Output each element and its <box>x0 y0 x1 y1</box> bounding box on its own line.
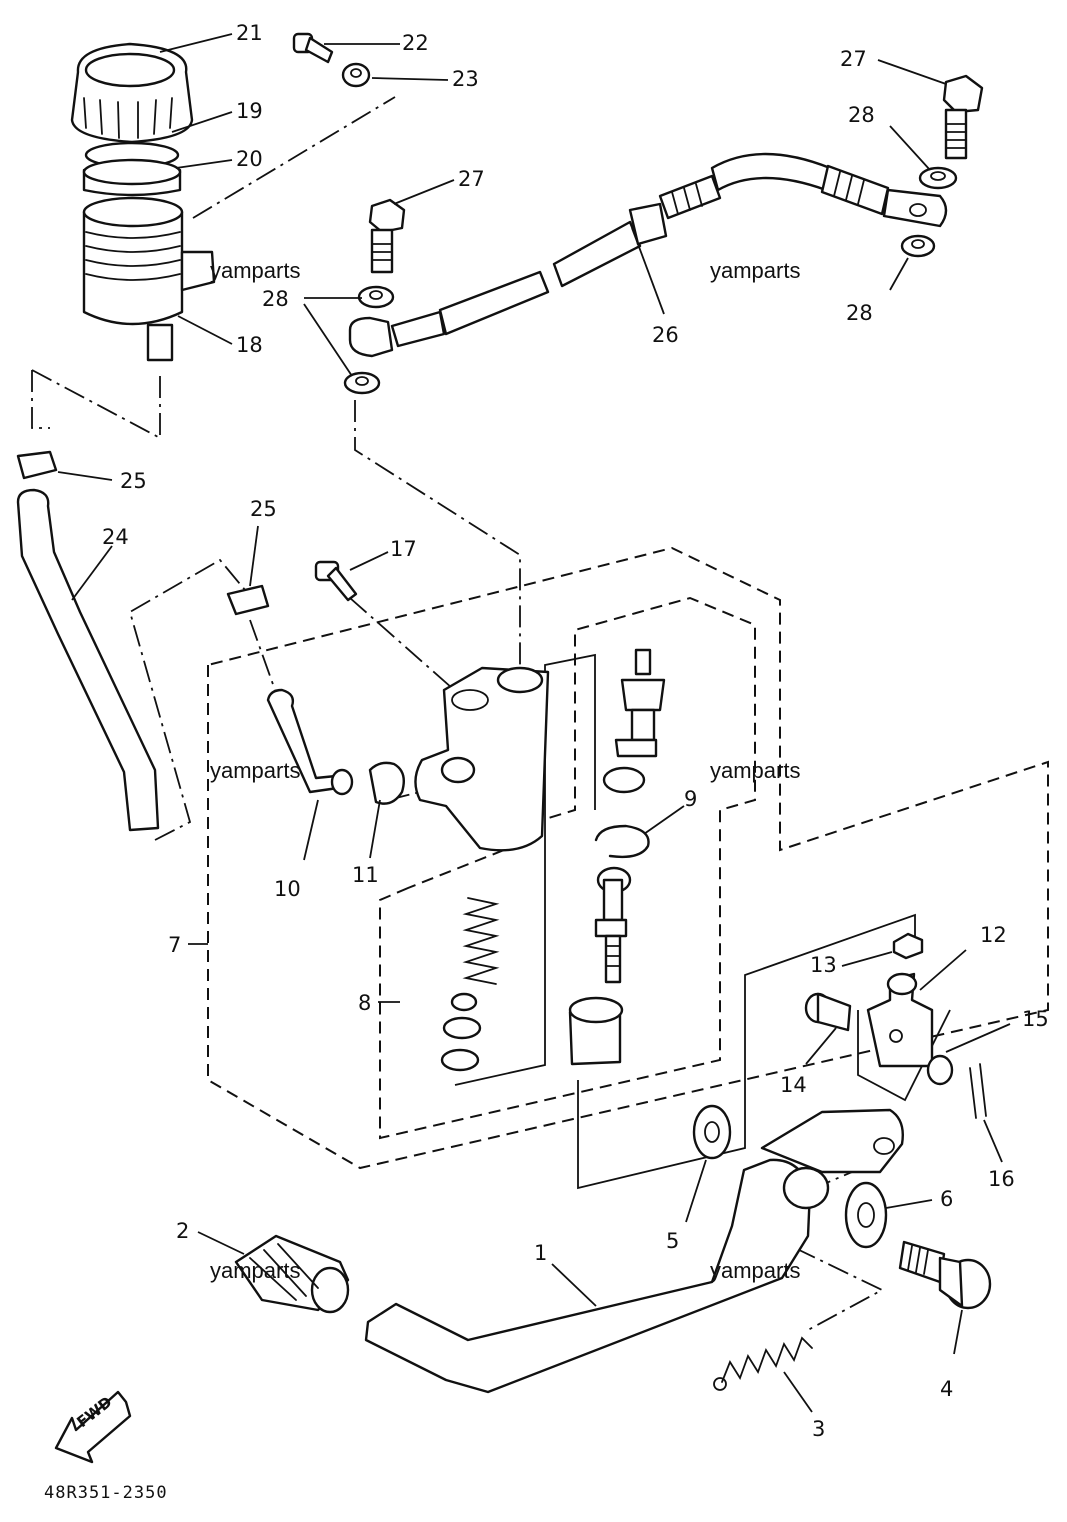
callout-28-left: 28 <box>262 287 289 311</box>
callout-24: 24 <box>102 525 129 549</box>
callout-5: 5 <box>666 1229 679 1253</box>
push-rod-upper <box>614 648 666 758</box>
watermark-6: yamparts <box>710 1258 800 1283</box>
watermarks: yamparts yamparts yamparts yamparts yamp… <box>210 258 800 1283</box>
callout-1: 1 <box>534 1241 547 1265</box>
return-spring <box>713 1336 813 1391</box>
watermark-5: yamparts <box>210 1258 300 1283</box>
watermark-1: yamparts <box>210 258 300 283</box>
group-line-lower <box>577 913 916 1190</box>
hose-clip-upper <box>16 450 58 480</box>
brake-hose <box>348 152 948 358</box>
cotter-pin <box>969 1063 987 1119</box>
callouts: 21 22 23 19 20 18 27 28 28 27 28 26 25 2… <box>102 21 1049 1441</box>
callout-28-upper: 28 <box>848 103 875 127</box>
diagram-code: 48R351-2350 <box>44 1483 168 1503</box>
callout-25-upper: 25 <box>120 469 147 493</box>
callout-7: 7 <box>168 933 181 957</box>
callout-23: 23 <box>452 67 479 91</box>
watermark-2: yamparts <box>710 258 800 283</box>
union-bolt-lower <box>368 198 406 274</box>
grommet <box>368 761 405 805</box>
callout-13: 13 <box>810 953 837 977</box>
callout-19: 19 <box>236 99 263 123</box>
callout-15: 15 <box>1022 1007 1049 1031</box>
callout-20: 20 <box>236 147 263 171</box>
callout-10: 10 <box>274 877 301 901</box>
group-line-piston <box>454 653 596 1086</box>
spring <box>462 897 500 985</box>
pivot-bolt <box>898 1240 992 1310</box>
circlip <box>594 824 650 859</box>
forward-arrow-icon: FWD <box>54 1390 132 1464</box>
plain-washer <box>926 1054 954 1086</box>
callout-18: 18 <box>236 333 263 357</box>
washer <box>341 62 371 88</box>
assembly-boundary-8 <box>379 596 756 1140</box>
callout-6: 6 <box>940 1187 953 1211</box>
cup-washers <box>440 992 482 1072</box>
copper-washer-c <box>357 285 395 309</box>
hose-clip-lower <box>226 584 270 616</box>
callout-25-lower: 25 <box>250 497 277 521</box>
callout-2: 2 <box>176 1219 189 1243</box>
reservoir-cap <box>70 42 194 144</box>
callout-26: 26 <box>652 323 679 347</box>
copper-washer-b <box>900 234 936 258</box>
screw <box>292 32 334 64</box>
copper-washer-d <box>343 371 381 395</box>
master-cylinder-body <box>414 666 550 852</box>
thrust-washer-6 <box>844 1181 888 1249</box>
callout-11: 11 <box>352 863 379 887</box>
push-rod-lower <box>594 866 632 984</box>
copper-washer-a <box>918 166 958 190</box>
assembly-boundary-7 <box>207 546 1049 1170</box>
callout-28-right: 28 <box>846 301 873 325</box>
mounting-bolt <box>314 560 358 602</box>
hose-joint <box>266 688 354 796</box>
brake-pedal <box>364 1158 830 1394</box>
pedal-bracket <box>760 1108 904 1174</box>
callout-17: 17 <box>390 537 417 561</box>
callout-14: 14 <box>780 1073 807 1097</box>
callout-27-lower: 27 <box>458 167 485 191</box>
callout-9: 9 <box>684 787 697 811</box>
boot <box>602 766 646 794</box>
watermark-4: yamparts <box>710 758 800 783</box>
union-bolt-upper <box>942 74 984 160</box>
piston-cup <box>568 996 624 1066</box>
thrust-washer-5 <box>692 1104 732 1160</box>
callout-22: 22 <box>402 31 429 55</box>
callout-21: 21 <box>236 21 263 45</box>
leader-lines <box>57 33 1011 1413</box>
pedal-rubber <box>234 1234 350 1314</box>
reservoir-tank <box>82 196 216 362</box>
watermark-3: yamparts <box>210 758 300 783</box>
callout-27-upper: 27 <box>840 47 867 71</box>
callout-4: 4 <box>940 1377 953 1401</box>
callout-8: 8 <box>358 991 371 1015</box>
callout-16: 16 <box>988 1167 1015 1191</box>
nut <box>892 932 924 960</box>
diaphragm <box>82 158 182 197</box>
callout-12: 12 <box>980 923 1007 947</box>
reservoir-hose <box>16 488 160 832</box>
clevis-pin <box>804 992 852 1032</box>
callout-3: 3 <box>812 1417 825 1441</box>
